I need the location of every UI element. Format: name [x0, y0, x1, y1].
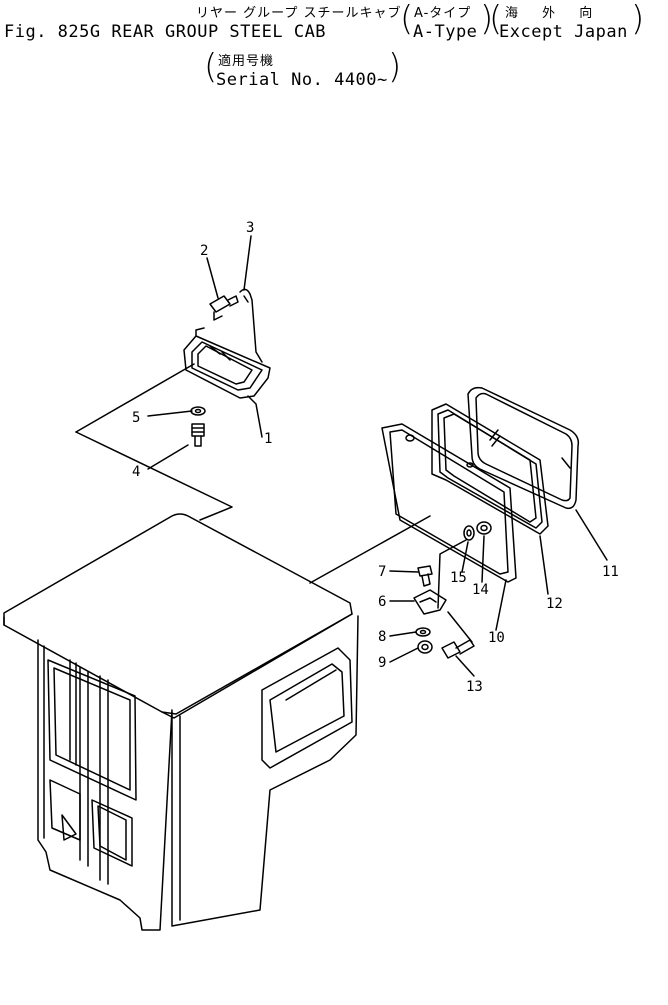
paren-open: (	[489, 0, 503, 39]
callout-1: 1	[264, 431, 272, 447]
figure-title-japanese: リヤー グループ スチールキャブ	[196, 6, 402, 21]
callout-3: 3	[246, 220, 254, 236]
bolt-2	[209, 295, 239, 321]
cab-left-window-lower-1	[49, 779, 81, 841]
callout-13: 13	[466, 679, 483, 695]
roof-bracket	[183, 327, 271, 399]
bolt-13	[441, 639, 475, 659]
callout-14: 14	[472, 582, 489, 598]
window-frame-10	[381, 423, 517, 583]
type-label-japanese: A-タイプ	[414, 6, 472, 21]
callout-4: 4	[132, 464, 140, 480]
cab-rear-window	[261, 647, 353, 769]
callout-9: 9	[378, 655, 386, 671]
paren-close: )	[388, 47, 402, 87]
paren-open: (	[400, 0, 414, 39]
cab-rear-side	[171, 615, 359, 927]
washer-8	[415, 627, 431, 637]
callout-11: 11	[602, 564, 619, 580]
callout-15: 15	[450, 570, 467, 586]
callout-6: 6	[378, 594, 386, 610]
callout-10: 10	[488, 630, 505, 646]
screw-7	[417, 565, 433, 587]
figure-title: Fig. 825G REAR GROUP STEEL CAB	[4, 22, 327, 42]
serial-label-japanese: 適用号機	[218, 54, 275, 69]
bolt-4	[191, 423, 205, 447]
window-seal-12	[431, 403, 549, 535]
paren-close: )	[631, 0, 645, 39]
washer-15	[463, 525, 475, 541]
type-label: A-Type	[413, 22, 478, 42]
region-label: Except Japan	[499, 22, 628, 42]
latch-plate-6	[413, 589, 447, 615]
washer-5	[190, 406, 206, 416]
callout-2: 2	[200, 243, 208, 259]
serial-label: Serial No. 4400~	[216, 70, 388, 90]
paren-open: (	[204, 47, 218, 87]
paren-close: )	[480, 0, 494, 39]
callout-5: 5	[132, 410, 140, 426]
callout-12: 12	[546, 596, 563, 612]
cab-left-side	[37, 639, 173, 931]
cab-left-window-upper	[47, 659, 137, 801]
nut-14	[476, 521, 492, 535]
window-glass-11	[467, 386, 580, 510]
clip-3	[239, 288, 263, 363]
cab-left-window-lower-2	[91, 799, 133, 867]
callout-7: 7	[378, 564, 386, 580]
cab-roof	[3, 513, 353, 715]
region-label-japanese: 海 外 向	[505, 6, 594, 21]
callout-8: 8	[378, 629, 386, 645]
nut-9	[417, 640, 433, 654]
